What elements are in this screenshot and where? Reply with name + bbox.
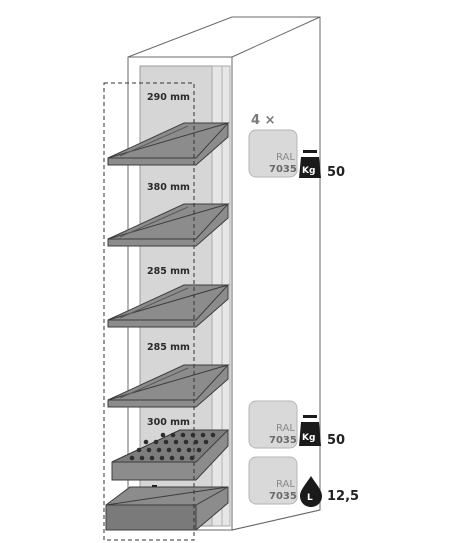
perforated-insert bbox=[111, 429, 230, 481]
ral-label: RAL bbox=[276, 152, 295, 163]
shelf bbox=[107, 364, 230, 408]
shelf-load-value: 50 bbox=[327, 165, 345, 180]
shelf-count: 4 × bbox=[251, 113, 275, 128]
pull-out-outline bbox=[103, 82, 195, 541]
sump-volume-value: 12,5 bbox=[327, 489, 359, 504]
shelf bbox=[107, 284, 230, 328]
ral-code: 7035 bbox=[269, 435, 297, 446]
shelf bbox=[107, 122, 230, 166]
sump-load-value: 50 bbox=[327, 433, 345, 448]
ral-label: RAL bbox=[276, 479, 295, 490]
weight-icon: Kg bbox=[299, 415, 321, 446]
ral-swatch: RAL 7035 bbox=[248, 400, 298, 449]
weight-icon: Kg bbox=[299, 150, 321, 178]
weight-icon-label: Kg bbox=[302, 433, 315, 443]
ral-code: 7035 bbox=[269, 491, 297, 502]
spacing-label: 380 mm bbox=[147, 182, 190, 193]
spacing-label: 285 mm bbox=[147, 342, 190, 353]
shelf bbox=[107, 203, 230, 247]
ral-swatch: RAL 7035 bbox=[248, 129, 298, 178]
ral-code: 7035 bbox=[269, 164, 297, 175]
spacing-label: 285 mm bbox=[147, 266, 190, 277]
ral-label: RAL bbox=[276, 423, 295, 434]
sump-tray bbox=[105, 486, 229, 531]
liquid-drop-icon-label: L bbox=[307, 493, 313, 503]
spacing-label: 290 mm bbox=[147, 92, 190, 103]
liquid-drop-icon: L bbox=[300, 476, 322, 507]
spacing-label: 300 mm bbox=[147, 417, 190, 428]
ral-swatch: RAL 7035 bbox=[248, 456, 298, 505]
weight-icon-label: Kg bbox=[302, 166, 315, 176]
